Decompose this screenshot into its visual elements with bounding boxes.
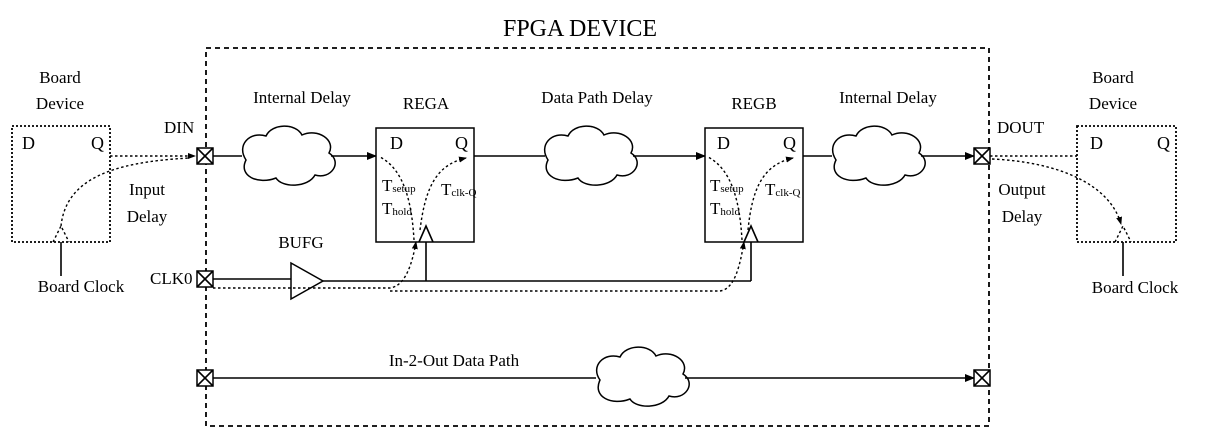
cloud-in2out <box>595 346 690 407</box>
output-delay-1: Output <box>998 180 1046 199</box>
pad-dout <box>973 147 991 165</box>
rega-name: REGA <box>403 94 450 113</box>
regb-setup-curve <box>707 156 743 241</box>
regb-pin-q: Q <box>783 133 796 153</box>
rega-tsetup: Tsetup <box>382 176 416 195</box>
clock-network: BUFG <box>213 233 752 301</box>
board-device-right: Board Device D Q Board Clock <box>1076 68 1179 297</box>
regb-box <box>704 127 804 243</box>
board-right-pin-q: Q <box>1157 133 1170 153</box>
board-right-pin-d: D <box>1090 133 1103 153</box>
board-left-clock-caret <box>52 224 70 243</box>
rega-box <box>375 127 475 243</box>
rega-pin-q: Q <box>455 133 468 153</box>
rega-clkq-curve <box>419 156 467 231</box>
cloud-internal-right <box>831 125 926 186</box>
regb-tclkq: Tclk-Q <box>765 180 800 199</box>
board-right-clock-caret <box>1114 224 1132 243</box>
clock-skew-path-a <box>213 241 418 289</box>
cloud-internal-left <box>241 125 336 186</box>
regb-clkq-curve <box>747 156 794 231</box>
register-regb: REGB D Q Tsetup Thold Tclk-Q <box>704 94 804 243</box>
board-right-clock-label: Board Clock <box>1092 278 1179 297</box>
register-rega: REGA D Q Tsetup Thold Tclk-Q <box>375 94 476 243</box>
pad-in2out-out <box>973 369 991 387</box>
data-path-delay-label: Data Path Delay <box>541 88 653 107</box>
rega-thold: Thold <box>382 199 412 218</box>
input-delay-2: Delay <box>127 207 168 226</box>
clock-skew-path-b <box>390 241 746 292</box>
board-left-clock-label: Board Clock <box>38 277 125 296</box>
clk-label: CLK0 <box>150 269 193 288</box>
dout-label: DOUT <box>997 118 1045 137</box>
fpga-title: FPGA DEVICE <box>503 16 657 42</box>
internal-delay-left-label: Internal Delay <box>253 88 351 107</box>
bufg-label: BUFG <box>278 233 323 252</box>
rega-clock-caret <box>418 224 434 243</box>
board-left-pin-q: Q <box>91 133 104 153</box>
pad-in2out-in <box>196 369 214 387</box>
cloud-data-path <box>543 125 638 186</box>
rega-setup-curve <box>379 156 415 241</box>
board-left-title-1: Board <box>39 68 81 87</box>
board-device-left: Board Device D Q Board Clock <box>11 68 125 296</box>
fpga-boundary <box>205 47 990 427</box>
input-delay-curve <box>60 157 191 227</box>
in2out-label: In-2-Out Data Path <box>389 351 520 370</box>
output-delay-2: Delay <box>1002 207 1043 226</box>
pad-clk <box>196 270 214 288</box>
regb-clock-caret <box>743 224 759 243</box>
board-device-right-box <box>1076 125 1177 243</box>
board-left-title-2: Device <box>36 94 84 113</box>
din-label: DIN <box>164 118 194 137</box>
input-delay-1: Input <box>129 180 165 199</box>
internal-delay-right-label: Internal Delay <box>839 88 937 107</box>
regb-tsetup: Tsetup <box>710 176 744 195</box>
board-device-left-box <box>11 125 111 243</box>
bufg-buffer <box>290 261 325 301</box>
board-left-pin-d: D <box>22 133 35 153</box>
regb-thold: Thold <box>710 199 740 218</box>
board-right-title-1: Board <box>1092 68 1134 87</box>
rega-tclkq: Tclk-Q <box>441 180 476 199</box>
board-right-title-2: Device <box>1089 94 1137 113</box>
regb-name: REGB <box>731 94 776 113</box>
pad-din <box>196 147 214 165</box>
rega-pin-d: D <box>390 133 403 153</box>
regb-pin-d: D <box>717 133 730 153</box>
